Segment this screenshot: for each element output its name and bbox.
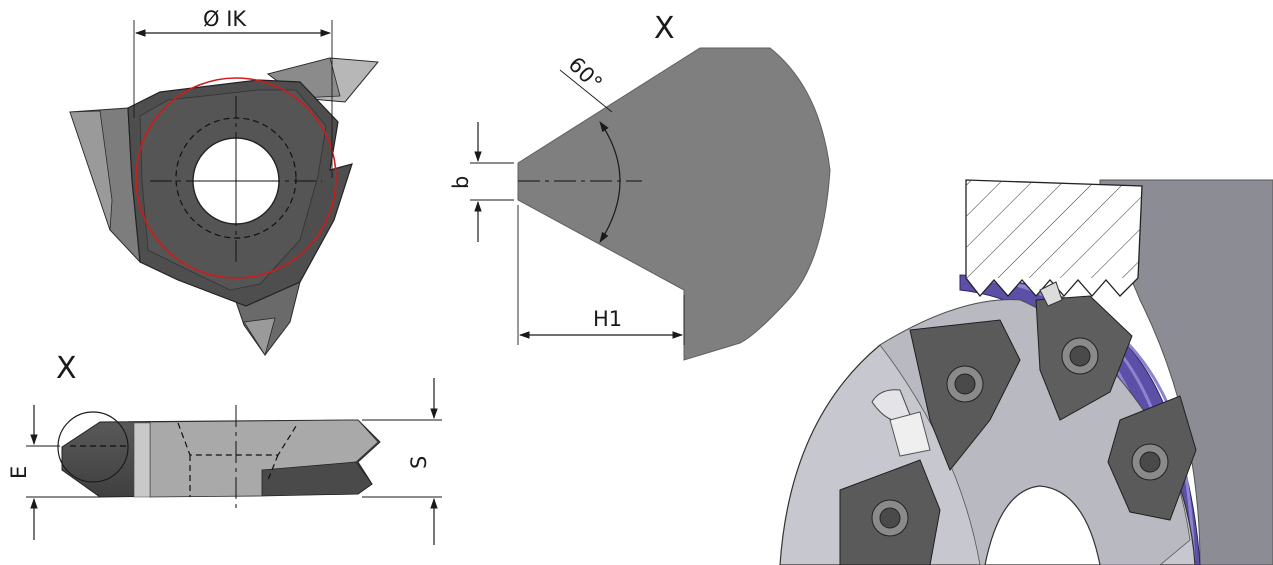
cutter-bore <box>984 485 1101 565</box>
detail-x-title: X <box>654 11 675 46</box>
detail-x-circle <box>57 411 129 483</box>
insert-side-view: X E S <box>7 351 442 545</box>
s-label: S <box>407 456 431 469</box>
cutter-insert-right <box>1107 395 1197 521</box>
h1-label: H1 <box>593 307 622 331</box>
cutter-insert-bottom-left <box>839 459 941 565</box>
b-label: b <box>449 176 473 189</box>
cutter-insert-top <box>1035 281 1133 421</box>
side-view-x-label: X <box>56 351 77 386</box>
cutter-insert-left <box>909 319 1021 471</box>
ik-label: Ø IK <box>203 7 247 31</box>
angle-label: 60° <box>564 52 607 95</box>
insert-top-view: Ø IK <box>69 7 379 356</box>
thread-milling-illustration <box>779 179 1273 565</box>
e-label: E <box>7 466 31 479</box>
angle-arc <box>599 121 621 243</box>
tip-profile <box>517 47 831 361</box>
detail-x-tip-view: X 60° b H1 <box>449 11 831 361</box>
inscribed-circle <box>135 77 337 279</box>
